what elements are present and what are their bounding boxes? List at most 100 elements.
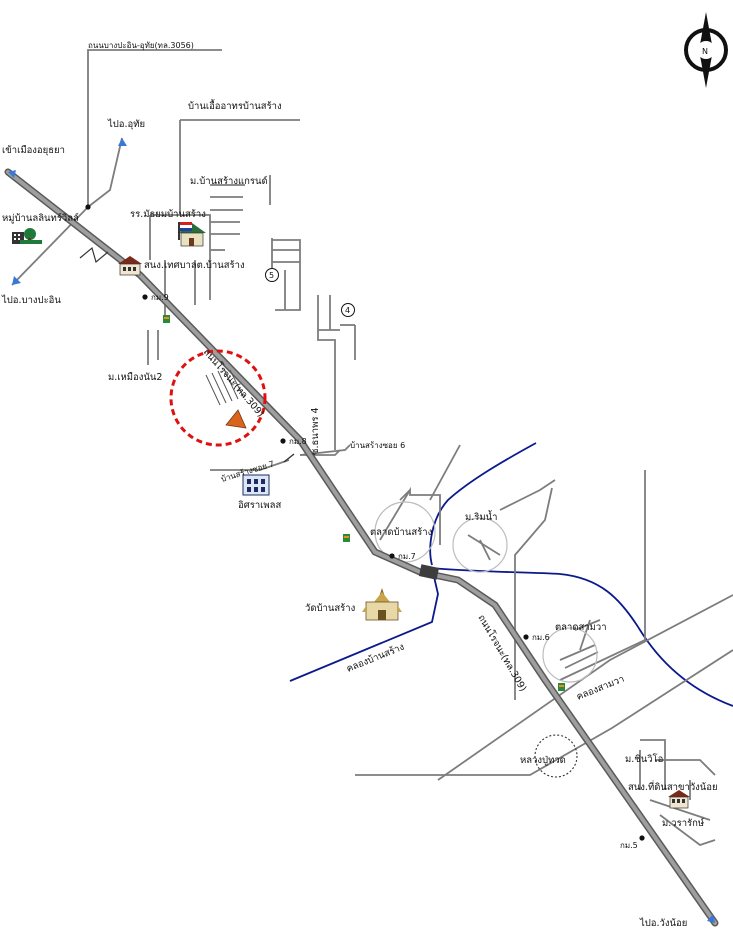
label-khlong-bansang: คลองบ้านสร้าง [345, 642, 406, 675]
ira-place-building-icon [242, 474, 270, 496]
highlight-buildings [205, 368, 247, 429]
km8-label: กม.8 [289, 437, 307, 446]
soi5-badge [265, 268, 279, 282]
road-talat-3 [399, 489, 411, 501]
luang-pu-thuat-area [534, 734, 578, 778]
label-main-road-upper: ถนนโรจนะ(ทล.309) [201, 346, 267, 419]
label-soi-thanaporn-4: ซ.ธนาพร 4 [310, 407, 321, 455]
label-to-bang-pa-in: ไปอ.บางปะอิน [1, 294, 61, 306]
label-soi-bansang-6: บ้านสร้างซอย 6 [350, 441, 405, 450]
road-rimnam-3 [479, 539, 491, 561]
road-3056 [87, 49, 222, 207]
road-soi5-main [272, 239, 301, 311]
temple-icon [362, 588, 402, 621]
soi-badges: 5 4 [265, 268, 355, 317]
label-talat-bansang: ตลาดบ้านสร้าง [370, 527, 432, 538]
side-roads [11, 49, 733, 847]
label-luang-pu-thuat: หลวงปู่ทวด [520, 755, 566, 766]
canal-north [429, 442, 537, 566]
km8-dot [280, 438, 286, 444]
compass-label: N [702, 47, 708, 56]
road-diagonal-east [437, 594, 733, 781]
canals [289, 442, 733, 707]
soi-break-symbol [283, 453, 295, 463]
label-mu-bansang-grand: ม.บ้านสร้างแกรนด์ [190, 175, 268, 187]
label-to-ayutthaya: เข้าเมืองอยุธยา [2, 145, 65, 156]
store-icon-2 [343, 534, 350, 542]
km6-label: กม.6 [532, 633, 550, 642]
label-wat-bansang: วัดบ้านสร้าง [305, 603, 355, 614]
label-talat-sam-wa: ตลาดสามวา [555, 622, 607, 633]
arrow-uthai-icon [118, 138, 127, 146]
km7-label: กม.7 [398, 552, 416, 561]
km9-dot [142, 294, 148, 300]
highlight-location [169, 349, 267, 447]
road-se-4 [649, 799, 711, 821]
label-to-wang-noi: ไปอ.วังน้อย [639, 917, 687, 929]
road-rimnam-1 [499, 479, 556, 511]
label-main-road-lower: ถนนโรจนะ(ทล.309) [475, 613, 529, 694]
road-se-5 [659, 814, 716, 847]
place-icons [12, 222, 690, 809]
km9-label: กม.9 [151, 293, 169, 302]
road-soi4-main [317, 295, 336, 450]
road-east-2 [559, 470, 646, 681]
label-mu-rimnam: ม.ริมน้ำ [465, 510, 497, 523]
highlight-circle [169, 349, 267, 447]
arrow-bang-pa-in-icon [12, 276, 21, 285]
soi4-badge [341, 303, 355, 317]
junction-dot [85, 204, 91, 210]
label-mu-chinda: ม.ชินวิโอ [625, 753, 663, 765]
rimnam-area [452, 517, 508, 573]
canal-khlong-sam-wa [431, 567, 733, 707]
km5-dot [639, 835, 645, 841]
soi4-number: 4 [345, 306, 350, 315]
road-se-3 [655, 759, 716, 776]
sam-wa-area [542, 627, 598, 683]
km5-label: กม.5 [620, 841, 638, 850]
label-highway-3056: ถนนบางปะอิน-อุทัย(ทล.3056) [88, 41, 194, 50]
soi5-number: 5 [269, 271, 274, 280]
store-icon-3 [558, 683, 565, 691]
school-building-icon [178, 222, 206, 247]
km-markers: กม.9 กม.8 กม.7 กม.6 กม.5 [85, 204, 645, 850]
road-soi7 [210, 459, 290, 471]
municipal-office-icon [118, 256, 142, 276]
road-rimnam-2 [467, 534, 501, 556]
road-se-1 [640, 739, 666, 790]
label-school: รร.มัธยมบ้านสร้าง [130, 209, 206, 220]
label-village-lalin: หมู่บ้านลลินทร์วิลล์ [2, 212, 79, 224]
road-talat-1 [379, 486, 441, 545]
road-soi6 [299, 444, 351, 456]
label-to-uthai: ไปอ.อุทัย [107, 118, 145, 130]
km6-dot [523, 634, 529, 640]
label-mu-muenphon: ม.เหมืองนัน2 [108, 372, 162, 383]
km7-dot [389, 553, 395, 559]
direction-arrows [8, 138, 715, 923]
bridge [418, 564, 440, 580]
road-east-4 [564, 651, 599, 669]
arrow-ayutthaya-icon [8, 170, 16, 178]
road-break-symbol [79, 246, 109, 264]
label-mu-worarak: ม.วรารักษ์ [662, 817, 704, 829]
arrow-wang-noi-icon [707, 914, 715, 923]
road-talat-2 [429, 444, 461, 501]
label-ira-place: อิศราเพลส [238, 500, 282, 511]
village-building-icon [12, 228, 42, 244]
road-upper-4 [150, 214, 211, 300]
road-east-1 [514, 487, 553, 700]
main-road-309 [4, 168, 719, 927]
road-east-6 [574, 619, 601, 631]
road-east-3 [559, 644, 596, 661]
label-district-office: สนง.ที่ดินสาขาวังน้อย [628, 780, 718, 793]
land-office-icon [668, 790, 690, 809]
label-ban-ua-athon: บ้านเอื้ออาทรบ้านสร้าง [188, 99, 282, 112]
label-municipal-office: สนง.เทศบาลต.บ้านสร้าง [144, 260, 245, 271]
map-labels: ถนนบางปะอิน-อุทัย(ทล.3056) ไปอ.อุทัย เข้… [1, 41, 718, 929]
store-icon-1 [163, 315, 170, 323]
road-to-uthai [87, 137, 123, 208]
road-diagonal-east-2 [355, 649, 733, 776]
main-road-fill [6, 170, 717, 925]
main-road-outline [4, 168, 719, 927]
